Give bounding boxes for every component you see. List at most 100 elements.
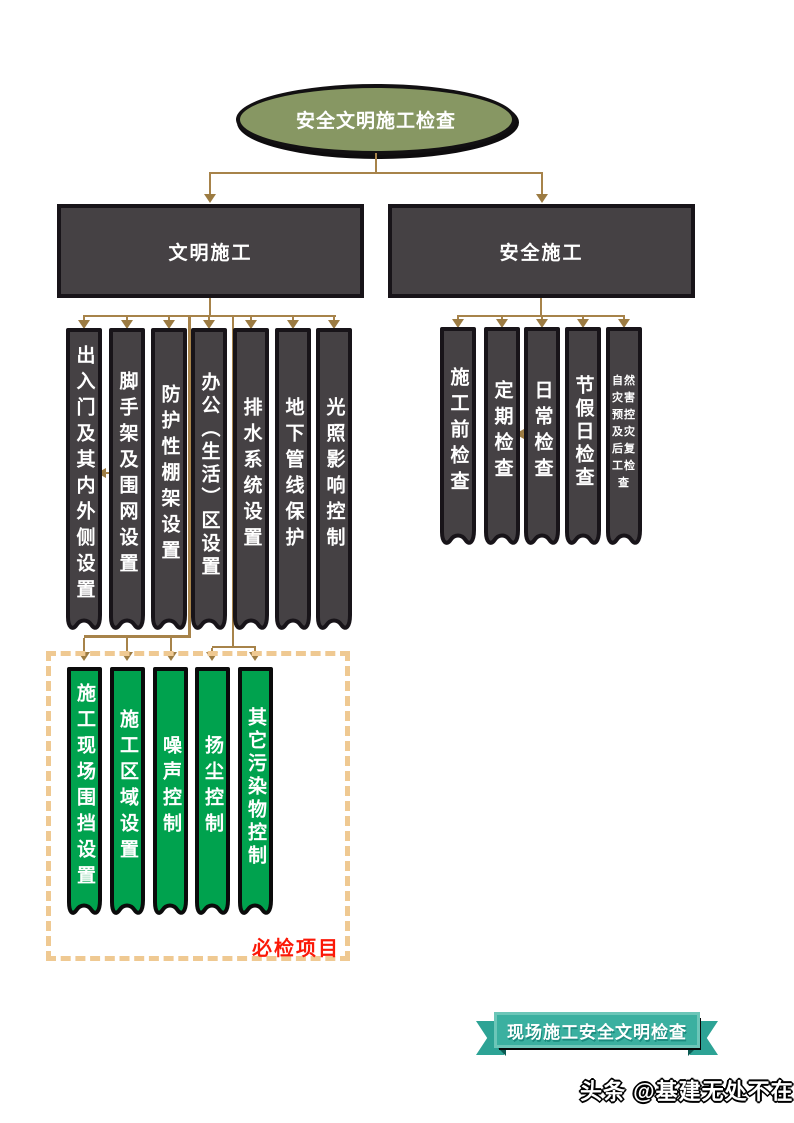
bar-shape — [275, 328, 311, 630]
civilized-bar-7-label: 光照影响控制 — [323, 397, 345, 553]
bar-shape — [233, 328, 269, 630]
civilized-bar-7: 光照影响控制 — [316, 328, 352, 634]
mandatory-bar-5-label: 其它污染物控制 — [245, 706, 266, 868]
safety-bar-4-label: 节假日检查 — [572, 374, 594, 490]
civilized-construction-box: 文明施工 — [57, 204, 364, 298]
connector-line — [126, 638, 128, 654]
connector-line — [126, 317, 128, 322]
arrow-down-icon — [287, 320, 299, 329]
arrow-down-icon — [203, 320, 215, 329]
ribbon-label: 现场施工安全文明检查 — [507, 1022, 687, 1042]
bar-shape — [440, 327, 476, 545]
civilized-bar-6-label: 地下管线保护 — [282, 397, 304, 553]
arrow-down-icon — [78, 652, 90, 661]
connector-line — [333, 317, 335, 322]
civilized-bar-3: 防护性棚架设置 — [151, 328, 187, 634]
connector-line — [292, 317, 294, 322]
mandatory-bar-4-label: 扬尘控制 — [202, 735, 223, 839]
civilized-bar-1-label: 出入门及其内外侧设置 — [73, 345, 95, 605]
civilized-bar-2-label: 脚手架及围网设置 — [116, 371, 138, 579]
bar-shape — [109, 328, 145, 630]
bar-shape — [110, 667, 145, 915]
bar-shape — [191, 328, 227, 630]
safety-construction-box: 安全施工 — [388, 204, 695, 298]
bar-shape — [565, 327, 601, 545]
safety-bar-1-label: 施工前检查 — [447, 367, 469, 497]
root-node: 安全文明施工检查 — [236, 84, 516, 155]
connector-line — [250, 317, 252, 322]
root-label: 安全文明施工检查 — [295, 111, 456, 132]
arrow-down-icon — [204, 194, 216, 203]
mandatory-bar-4: 扬尘控制 — [195, 667, 230, 919]
connector-line — [209, 174, 211, 195]
arrow-down-icon — [165, 652, 177, 661]
connector-line — [208, 317, 210, 322]
civilized-bar-3-label: 防护性棚架设置 — [158, 384, 180, 566]
arrow-down-icon — [618, 319, 630, 328]
safety-bar-4: 节假日检查 — [565, 327, 601, 549]
bar-shape — [153, 667, 188, 915]
arrow-down-icon — [577, 319, 589, 328]
safety-bar-5-label-wrap: 自然灾害预控及灾后复工检查 — [606, 333, 642, 531]
safety-bar-5-label: 自然灾害预控及灾后复工检查 — [612, 374, 636, 489]
mandatory-bar-2-label: 施工区域设置 — [117, 709, 138, 865]
civilized-bar-5-label: 排水系统设置 — [240, 397, 262, 553]
bar-shape — [151, 328, 187, 630]
safety-bar-2: 定期检查 — [484, 327, 520, 549]
bar-shape — [484, 327, 520, 545]
connector-line — [83, 315, 336, 317]
arrow-down-icon — [496, 319, 508, 328]
arrow-down-icon — [328, 320, 340, 329]
mandatory-bar-2: 施工区域设置 — [110, 667, 145, 919]
arrow-down-icon — [536, 319, 548, 328]
bar-shape — [66, 328, 102, 630]
connector-line — [457, 315, 625, 317]
arrow-down-icon — [249, 652, 261, 661]
arrow-down-icon — [536, 194, 548, 203]
arrow-down-icon — [78, 320, 90, 329]
safety-bar-3: 日常检查 — [524, 327, 560, 549]
connector-line — [168, 317, 170, 322]
connector-line — [541, 174, 543, 195]
safety-bar-3-label: 日常检查 — [531, 380, 553, 484]
connector-line — [375, 153, 377, 173]
arrow-down-icon — [121, 320, 133, 329]
civilized-bar-1: 出入门及其内外侧设置 — [66, 328, 102, 634]
civilized-bar-6: 地下管线保护 — [275, 328, 311, 634]
mandatory-bar-3: 噪声控制 — [153, 667, 188, 919]
connector-line — [212, 646, 256, 648]
connector-line — [540, 298, 542, 316]
civilized-bar-2: 脚手架及围网设置 — [109, 328, 145, 634]
civilized-box-label: 文明施工 — [168, 242, 253, 264]
bar-shape — [238, 667, 273, 915]
bar-shape — [316, 328, 352, 630]
connector-line — [209, 172, 543, 174]
connector-line — [170, 638, 172, 654]
arrow-down-icon — [452, 319, 464, 328]
mandatory-items-box — [46, 651, 350, 961]
safety-bar-5: 自然灾害预控及灾后复工检查 — [606, 327, 642, 549]
mandatory-bar-1: 施工现场围挡设置 — [67, 667, 102, 919]
safety-box-label: 安全施工 — [499, 242, 584, 264]
safety-bar-2-label: 定期检查 — [491, 380, 513, 484]
arrow-down-icon — [245, 320, 257, 329]
ribbon-fold-right — [688, 1046, 698, 1056]
arrow-down-icon — [163, 320, 175, 329]
connector-line — [188, 315, 191, 637]
arrow-down-icon — [121, 652, 133, 661]
mandatory-tag: 必检项目 — [252, 938, 340, 960]
connector-line — [84, 635, 191, 638]
mandatory-bar-3-label: 噪声控制 — [160, 735, 181, 839]
mandatory-bar-5: 其它污染物控制 — [238, 667, 273, 919]
bar-shape — [67, 667, 102, 915]
bar-shape — [195, 667, 230, 915]
connector-line — [83, 317, 85, 322]
bar-shape — [606, 327, 642, 545]
arrow-down-icon — [206, 652, 218, 661]
ribbon-banner: 现场施工安全文明检查 — [494, 1012, 700, 1048]
watermark: 头条 @基建无处不在 — [580, 1079, 794, 1104]
bar-shape — [524, 327, 560, 545]
connector-line — [83, 638, 85, 654]
connector-line — [209, 298, 211, 316]
